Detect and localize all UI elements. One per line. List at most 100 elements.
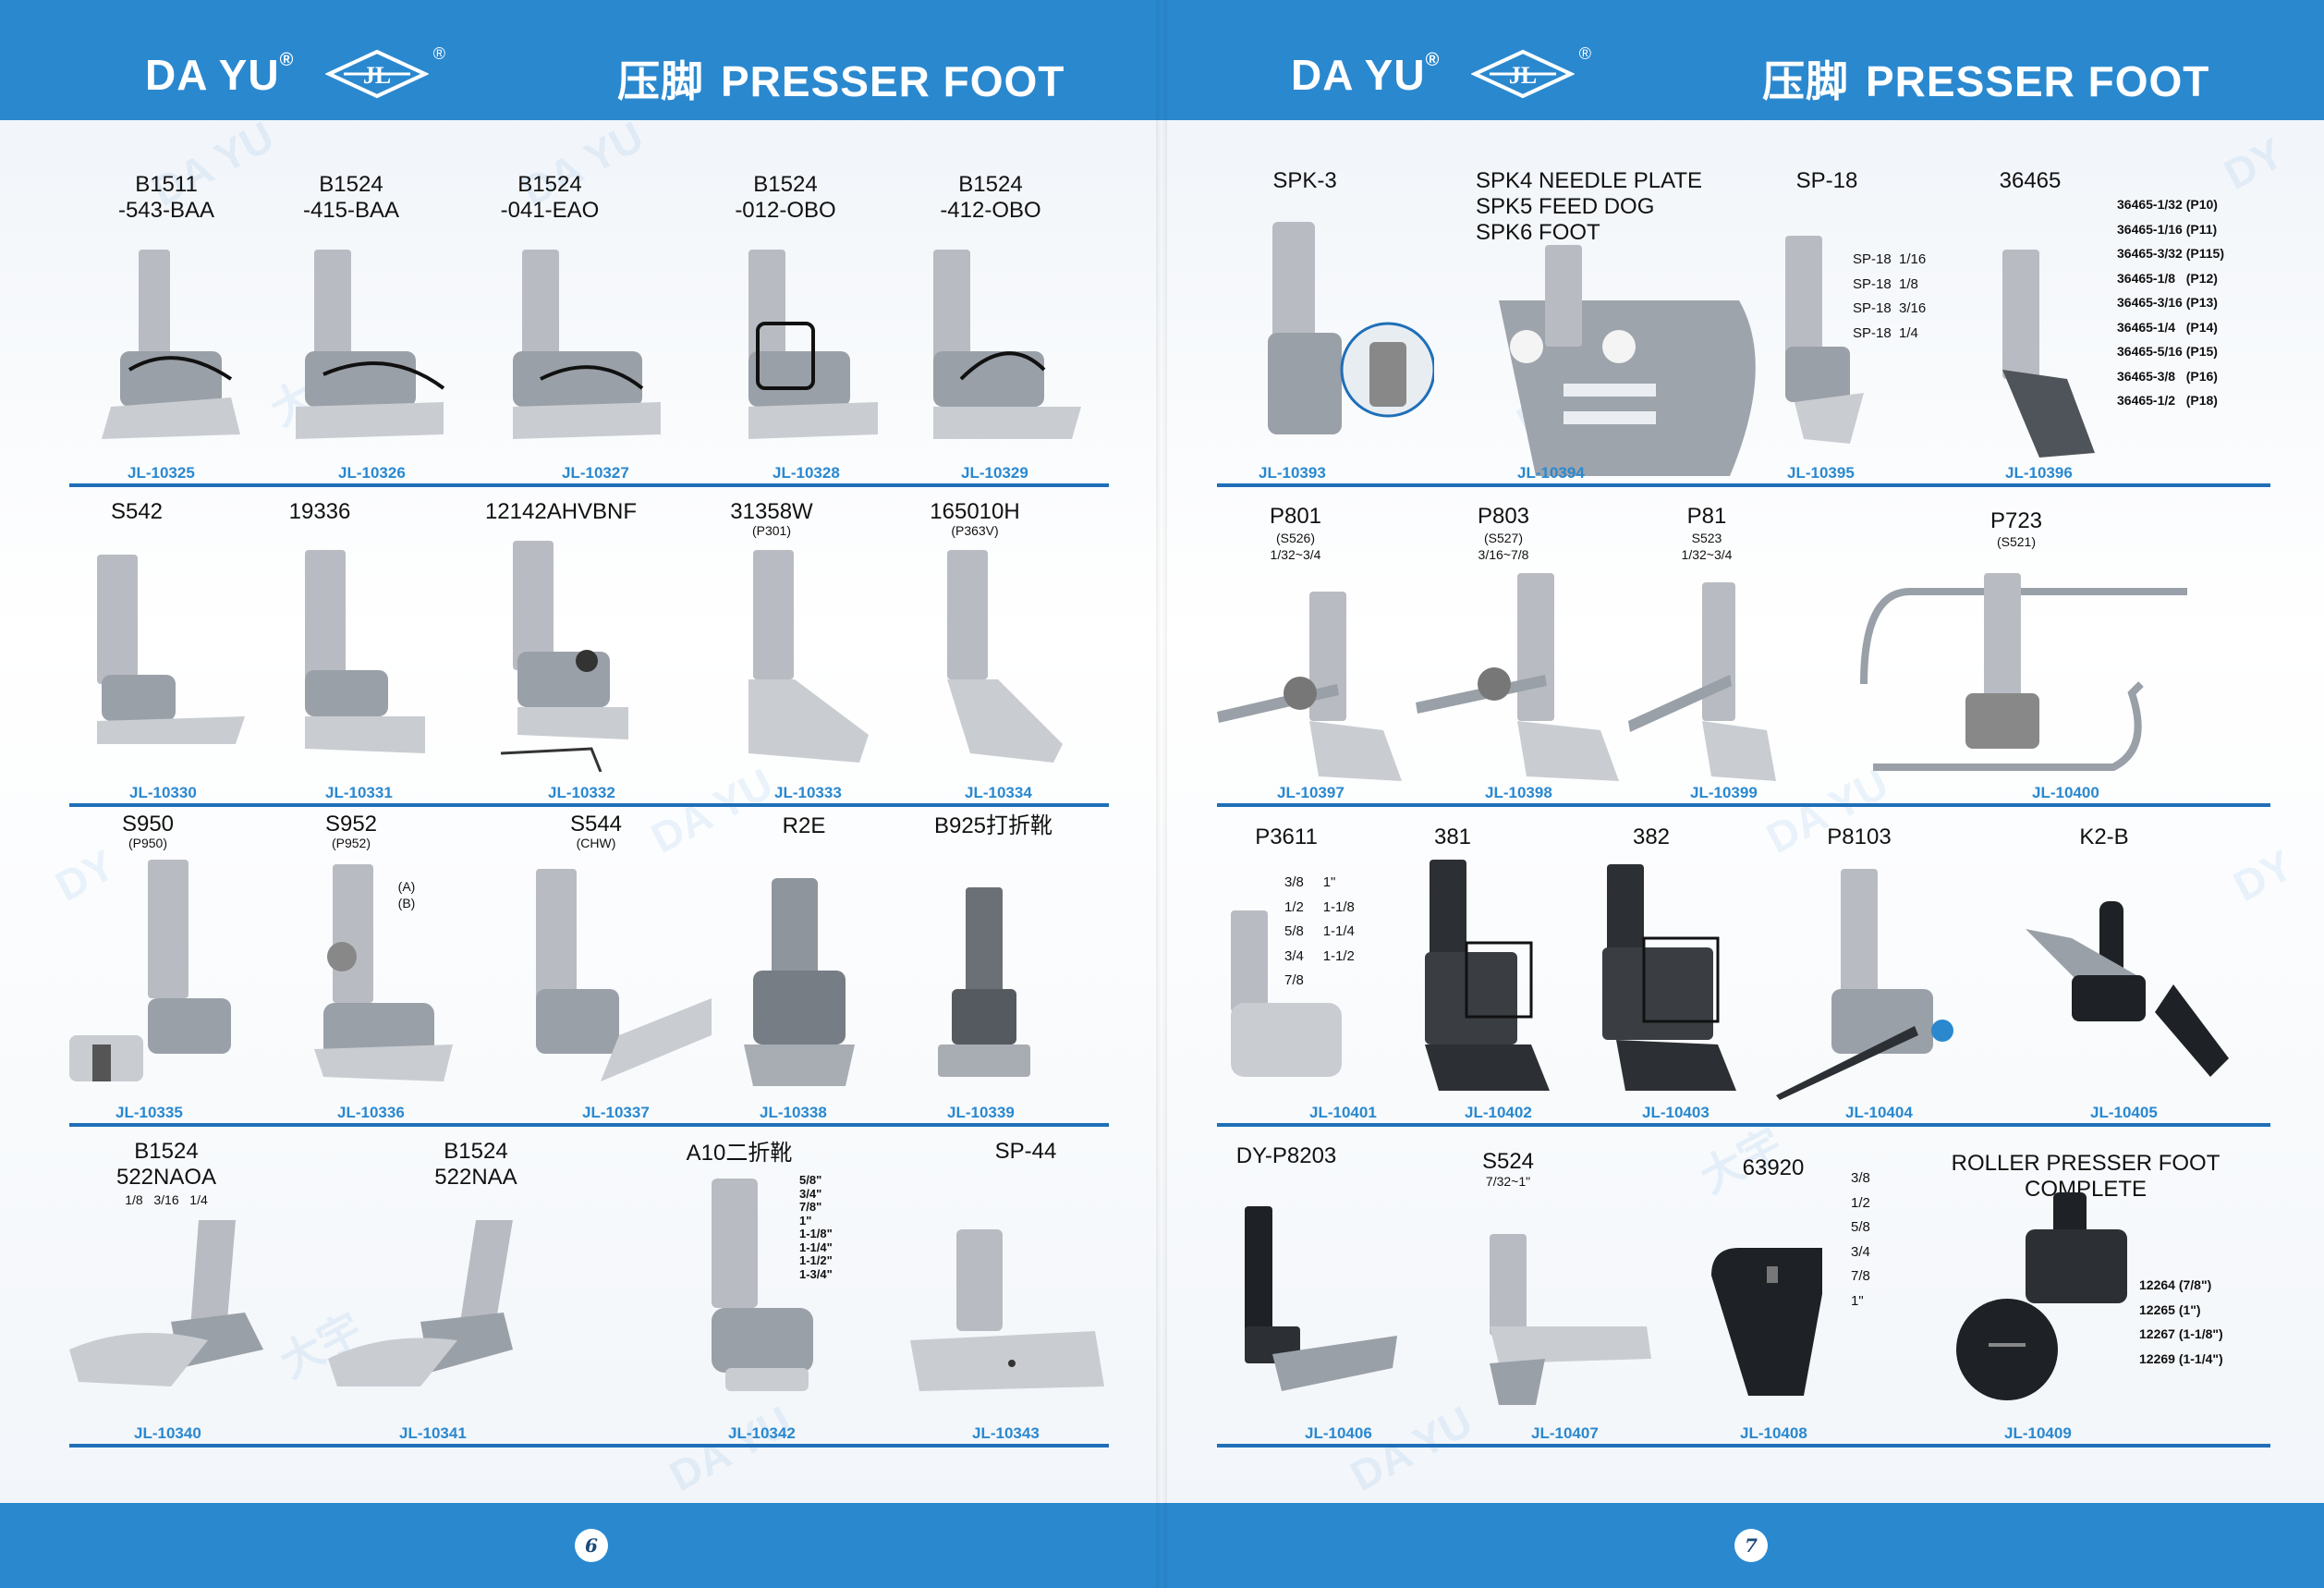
item-code: JL-10333 bbox=[774, 784, 842, 801]
product-label: K2-B bbox=[2079, 825, 2129, 849]
product-label: 31358W bbox=[730, 499, 813, 524]
item-code: JL-10325 bbox=[128, 464, 195, 482]
item-code: JL-10398 bbox=[1485, 784, 1552, 801]
size-list: 36465-1/32 (P10) 36465-1/16 (P11) 36465-… bbox=[2117, 197, 2224, 408]
presser-foot-photo bbox=[319, 1211, 541, 1396]
product-label: B1524 -412-OBO bbox=[940, 172, 1041, 223]
product-label: S952 bbox=[324, 812, 378, 837]
brand-name: DA YU® bbox=[145, 50, 295, 99]
item-code: JL-10339 bbox=[947, 1104, 1015, 1121]
watermark: DA YU bbox=[662, 1397, 799, 1500]
presser-foot-photo bbox=[924, 240, 1090, 453]
item-code: JL-10404 bbox=[1845, 1104, 1913, 1121]
item-code: JL-10332 bbox=[548, 784, 615, 801]
product-label: 381 bbox=[1433, 825, 1472, 849]
presser-foot-photo bbox=[1776, 869, 1984, 1100]
presser-foot-photo bbox=[1217, 592, 1402, 786]
presser-foot-photo bbox=[1993, 250, 2104, 462]
size-list: 12264 (7/8") 12265 (1") 12267 (1-1/8") 1… bbox=[2139, 1277, 2223, 1366]
presser-foot-photo bbox=[730, 240, 887, 453]
item-code: JL-10342 bbox=[728, 1424, 796, 1442]
item-code: JL-10330 bbox=[129, 784, 197, 801]
row-divider bbox=[69, 1444, 1109, 1448]
presser-foot-photo bbox=[92, 240, 249, 453]
row-divider bbox=[1217, 803, 2270, 807]
item-code: JL-10399 bbox=[1690, 784, 1758, 801]
presser-foot-photo bbox=[1471, 1234, 1656, 1410]
watermark: DA YU bbox=[643, 759, 781, 862]
item-code: JL-10328 bbox=[773, 464, 840, 482]
item-code: JL-10408 bbox=[1740, 1424, 1807, 1442]
jl-logo-icon: JL ® bbox=[1470, 44, 1591, 100]
product-sublabel: (CHW) bbox=[576, 836, 616, 850]
item-code: JL-10329 bbox=[961, 464, 1028, 482]
product-sublabel: (P952) bbox=[331, 836, 371, 850]
item-code: JL-10343 bbox=[972, 1424, 1040, 1442]
watermark: DA YU bbox=[1343, 1397, 1480, 1500]
page-number: 7 bbox=[1734, 1529, 1768, 1562]
item-code: JL-10406 bbox=[1305, 1424, 1372, 1442]
presser-foot-photo bbox=[933, 887, 1035, 1081]
header-bar bbox=[0, 0, 1162, 120]
size-list: SP-18 1/16 SP-18 1/8 SP-18 3/16 SP-18 1/… bbox=[1853, 251, 1927, 341]
product-label: S524 bbox=[1481, 1149, 1535, 1174]
item-code: JL-10326 bbox=[338, 464, 406, 482]
presser-foot-photo bbox=[1222, 910, 1351, 1100]
item-code: JL-10400 bbox=[2032, 784, 2099, 801]
presser-foot-photo bbox=[1480, 245, 1776, 485]
item-code: JL-10337 bbox=[582, 1104, 650, 1121]
presser-foot-photo bbox=[286, 240, 453, 453]
presser-foot-photo bbox=[1235, 1206, 1402, 1410]
product-label: 63920 bbox=[1742, 1155, 1805, 1180]
product-label: DY-P8203 bbox=[1235, 1143, 1337, 1168]
header-bar bbox=[1162, 0, 2324, 120]
product-label: SPK-3 bbox=[1272, 168, 1337, 193]
row-divider bbox=[69, 803, 1109, 807]
product-label: B1511 -543-BAA bbox=[117, 172, 215, 223]
book-spine bbox=[1156, 0, 1167, 1588]
product-sublabel: 7/32~1" bbox=[1485, 1174, 1531, 1189]
presser-foot-photo bbox=[527, 869, 712, 1091]
item-code: JL-10407 bbox=[1531, 1424, 1599, 1442]
presser-foot-photo bbox=[60, 545, 245, 758]
presser-foot-photo bbox=[1588, 864, 1746, 1095]
presser-foot-photo bbox=[1855, 573, 2187, 786]
presser-foot-photo bbox=[60, 1211, 291, 1396]
product-label: P723 bbox=[1989, 508, 2043, 533]
product-label: SPK4 NEEDLE PLATE SPK5 FEED DOG SPK6 FOO… bbox=[1476, 168, 1702, 245]
row-divider bbox=[1217, 1123, 2270, 1127]
presser-foot-photo bbox=[1628, 582, 1785, 786]
product-label: S544 bbox=[569, 812, 623, 837]
watermark: DY bbox=[2216, 128, 2292, 199]
item-code: JL-10397 bbox=[1277, 784, 1345, 801]
product-label: B1524 522NAOA bbox=[116, 1139, 217, 1190]
product-label: 165010H bbox=[930, 499, 1020, 524]
product-sublabel: (P301) bbox=[751, 523, 792, 538]
presser-foot-photo bbox=[730, 550, 878, 763]
presser-foot-photo bbox=[296, 541, 434, 763]
item-code: JL-10327 bbox=[562, 464, 629, 482]
product-sublabel: S523 1/32~3/4 bbox=[1681, 531, 1733, 562]
item-code: JL-10336 bbox=[337, 1104, 405, 1121]
size-list: 3/8 1" 1/2 1-1/8 5/8 1-1/4 3/4 1-1/2 7/8 bbox=[1284, 874, 1355, 988]
product-label: P3611 bbox=[1255, 825, 1318, 849]
presser-foot-photo bbox=[2016, 901, 2238, 1086]
product-label: P81 bbox=[1686, 504, 1727, 529]
item-code: JL-10334 bbox=[965, 784, 1032, 801]
svg-text:JL: JL bbox=[1509, 62, 1537, 89]
product-label: S950 bbox=[121, 812, 175, 837]
item-code: JL-10402 bbox=[1465, 1104, 1532, 1121]
product-sublabel: (S527) 3/16~7/8 bbox=[1478, 531, 1529, 562]
product-label: S542 bbox=[110, 499, 164, 524]
product-label: 19336 bbox=[288, 499, 351, 524]
presser-foot-photo bbox=[1249, 222, 1434, 453]
presser-foot-photo bbox=[1416, 573, 1628, 786]
item-code: JL-10405 bbox=[2090, 1104, 2158, 1121]
item-code: JL-10341 bbox=[399, 1424, 467, 1442]
presser-foot-photo bbox=[1952, 1192, 2136, 1414]
item-code: JL-10403 bbox=[1642, 1104, 1710, 1121]
item-code: JL-10409 bbox=[2004, 1424, 2072, 1442]
presser-foot-photo bbox=[933, 550, 1072, 763]
presser-foot-photo bbox=[305, 864, 462, 1086]
